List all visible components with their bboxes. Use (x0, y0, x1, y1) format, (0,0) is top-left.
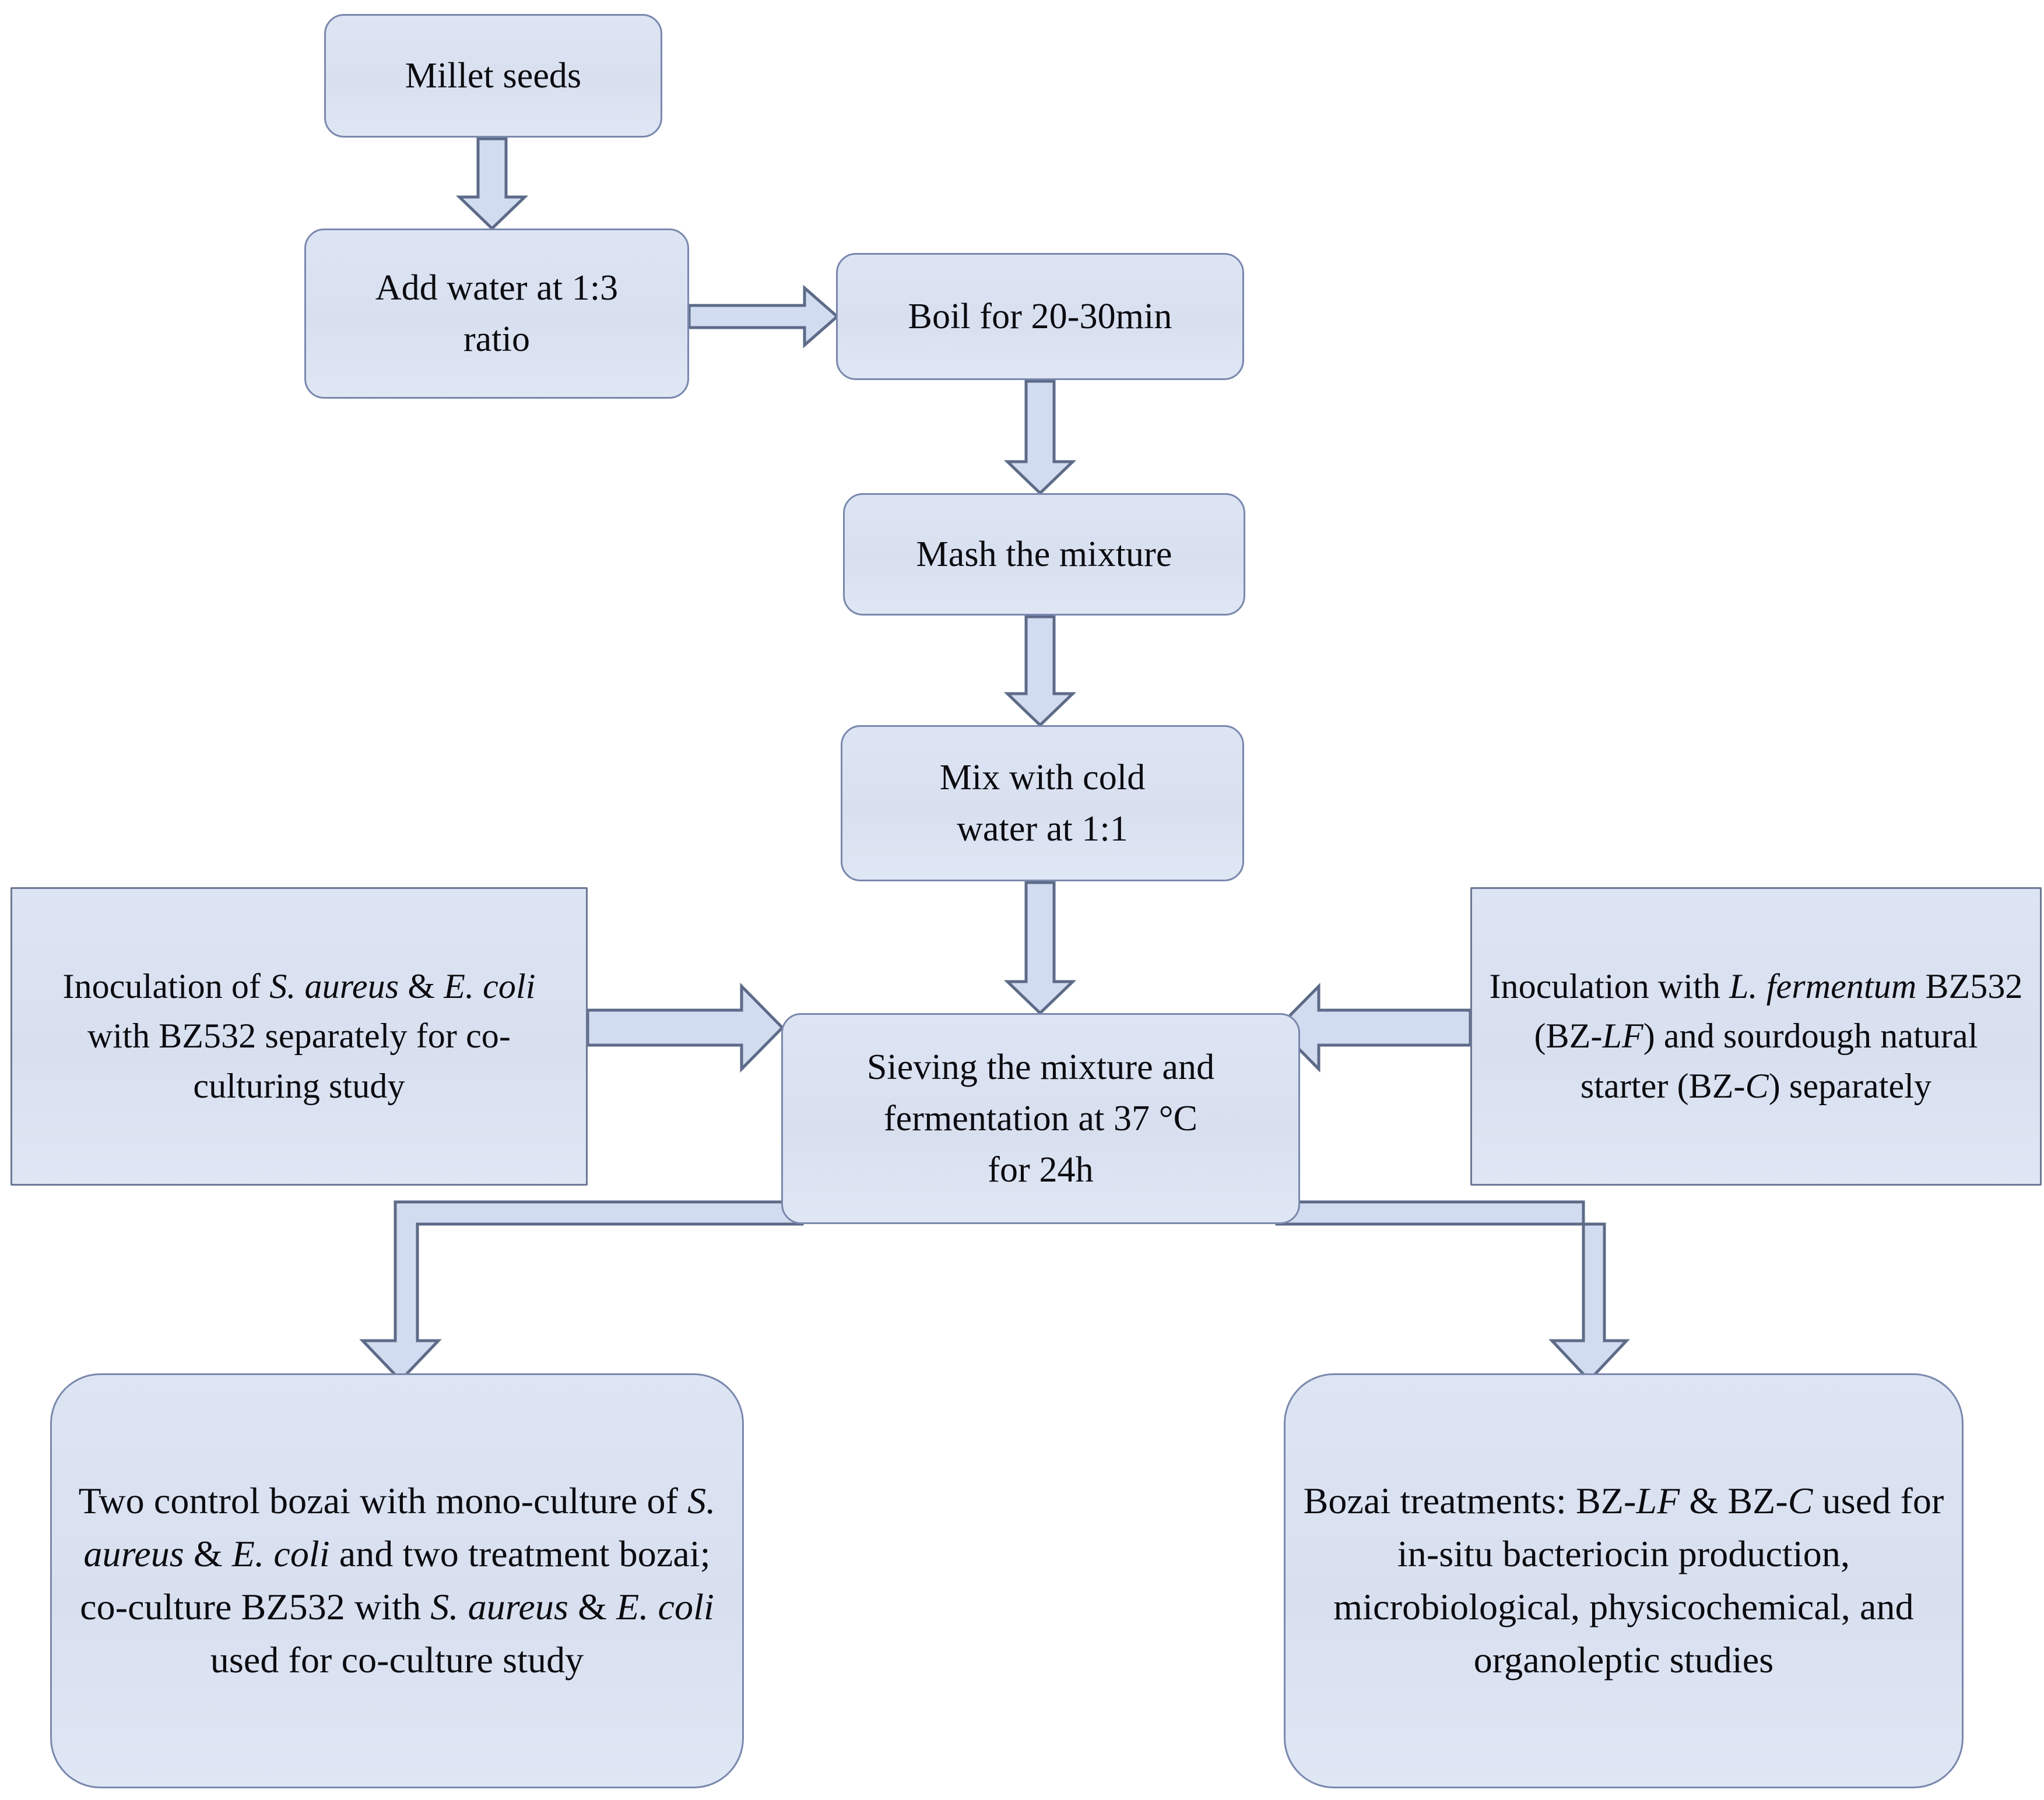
inoc-right-code-lf: LF (1602, 1017, 1643, 1056)
node-inoculation-right[interactable]: Inoculation with L. fermentum BZ532 (BZ-… (1470, 887, 2042, 1186)
inoc-left-part-3: with BZ532 separately for co-culturing s… (87, 1017, 511, 1105)
sieving-line-1: Sieving the mixture and (866, 1047, 1215, 1087)
arrow-boil-to-mash (1003, 379, 1077, 495)
inoc-right-part-3: ) and sourdough natural starter (BZ- (1580, 1017, 1978, 1105)
node-inoculation-left[interactable]: Inoculation of S. aureus & E. coli with … (10, 887, 588, 1186)
mix-cold-line-2: water at 1:1 (957, 809, 1128, 849)
bl-part-1: Two control bozai with mono-culture of (78, 1480, 688, 1522)
node-millet-seeds-label: Millet seeds (405, 55, 582, 96)
bl-part-5: used for co-culture study (210, 1639, 584, 1681)
inoc-right-part-4: ) separately (1768, 1066, 1932, 1105)
sieving-line-3: for 24h (988, 1150, 1094, 1190)
bl-species-e-coli-2: E. coli (616, 1586, 714, 1627)
node-bottom-right-outcome[interactable]: Bozai treatments: BZ-LF & BZ-C used for … (1284, 1373, 1964, 1788)
br-part-2: & BZ- (1680, 1480, 1788, 1522)
node-inoculation-right-label: Inoculation with L. fermentum BZ532 (BZ-… (1472, 962, 2040, 1111)
bl-species-e-coli-1: E. coli (231, 1533, 330, 1575)
node-mix-cold-water[interactable]: Mix with cold water at 1:1 (841, 725, 1244, 881)
node-mash[interactable]: Mash the mixture (843, 493, 1245, 616)
arrow-addwater-to-boil (687, 284, 840, 349)
arrow-sieving-to-bottomleft (359, 1200, 804, 1383)
node-add-water-label: Add water at 1:3 ratio (306, 262, 687, 365)
bl-part-2: & (184, 1533, 232, 1575)
node-sieving-fermentation-label: Sieving the mixture and fermentation at … (783, 1042, 1298, 1196)
add-water-line-1: Add water at 1:3 (375, 268, 619, 308)
node-millet-seeds[interactable]: Millet seeds (324, 14, 662, 138)
inoc-left-part-1: Inoculation of (62, 967, 270, 1006)
node-bottom-right-outcome-label: Bozai treatments: BZ-LF & BZ-C used for … (1286, 1475, 1962, 1687)
node-mash-label: Mash the mixture (916, 534, 1172, 574)
bl-species-s-aureus-2: S. aureus (430, 1586, 569, 1627)
node-bottom-left-outcome[interactable]: Two control bozai with mono-culture of S… (50, 1373, 744, 1788)
node-boil-label: Boil for 20-30min (908, 296, 1172, 336)
inoc-right-part-1: Inoculation with (1489, 967, 1730, 1006)
br-code-c: C (1787, 1480, 1813, 1522)
bl-species-s-aureus-1: S. aureus (83, 1480, 716, 1575)
node-bottom-left-outcome-label: Two control bozai with mono-culture of S… (52, 1475, 742, 1687)
mix-cold-line-1: Mix with cold (939, 757, 1146, 797)
inoc-right-part-2: BZ532 (BZ- (1534, 967, 2023, 1056)
add-water-line-2: ratio (463, 319, 531, 359)
inoc-left-species-e-coli: E. coli (444, 967, 536, 1006)
node-sieving-fermentation[interactable]: Sieving the mixture and fermentation at … (781, 1013, 1300, 1224)
inoc-left-part-2: & (399, 967, 444, 1006)
sieving-line-2: fermentation at 37 °C (883, 1098, 1198, 1138)
br-code-lf: LF (1636, 1480, 1680, 1522)
arrow-inocright-to-sieving (1276, 982, 1472, 1073)
arrow-inocleft-to-sieving (586, 982, 785, 1073)
bl-part-4: & (568, 1586, 617, 1627)
inoc-right-code-c: C (1745, 1066, 1769, 1105)
node-add-water[interactable]: Add water at 1:3 ratio (304, 228, 689, 399)
br-part-1: Bozai treatments: BZ- (1303, 1480, 1636, 1522)
node-boil[interactable]: Boil for 20-30min (836, 253, 1244, 380)
arrow-mixcold-to-sieving (1003, 881, 1077, 1015)
arrow-millet-to-addwater (455, 137, 529, 231)
inoc-left-species-s-aureus: S. aureus (269, 967, 399, 1006)
node-inoculation-left-label: Inoculation of S. aureus & E. coli with … (12, 962, 586, 1111)
node-mix-cold-water-label: Mix with cold water at 1:1 (842, 752, 1242, 855)
arrow-mash-to-mixcold (1003, 615, 1077, 727)
bl-part-3: and two treatment bozai; co-culture BZ53… (80, 1533, 711, 1627)
arrow-sieving-to-bottomright (1275, 1200, 1630, 1383)
br-part-3: used for in-situ bacteriocin production,… (1333, 1480, 1944, 1681)
inoc-right-genus-l: L. fermentum (1729, 967, 1917, 1006)
